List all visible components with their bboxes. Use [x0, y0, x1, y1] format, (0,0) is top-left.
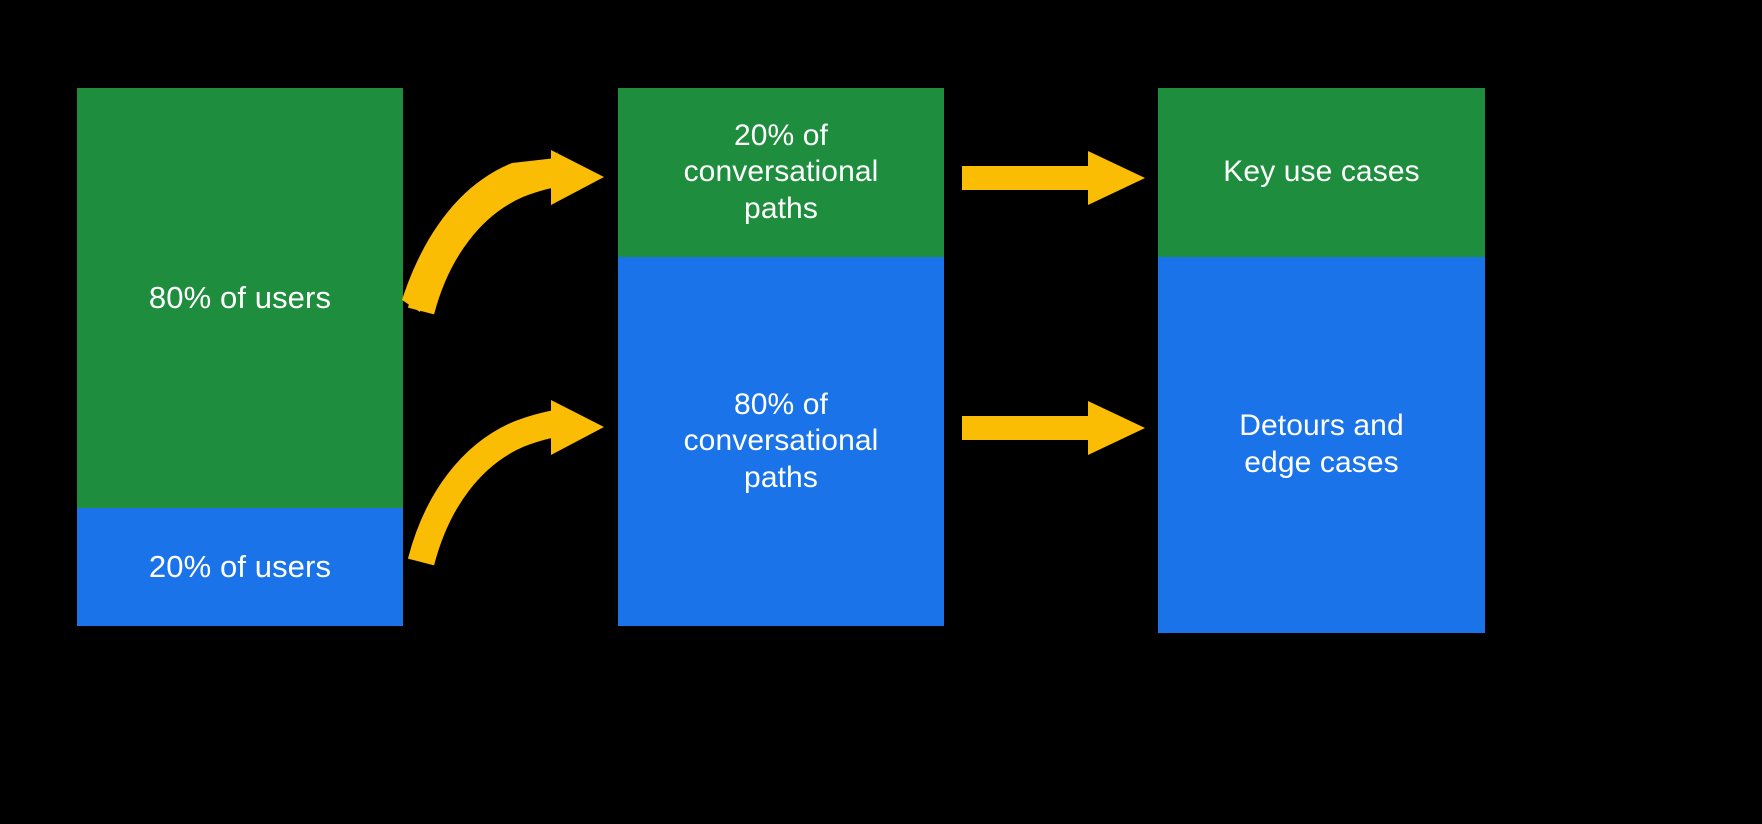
segment-detours-edge-cases: Detours and edge cases	[1158, 257, 1485, 633]
segment-paths-majority: 80% of conversational paths	[618, 257, 944, 626]
segment-paths-majority-label: 80% of conversational paths	[683, 387, 879, 494]
segment-paths-minority: 20% of conversational paths	[618, 88, 944, 257]
segment-users-majority-label: 80% of users	[148, 280, 332, 316]
column-conversational-paths: 20% of conversational paths 80% of conve…	[618, 88, 944, 626]
segment-users-majority: 80% of users	[77, 88, 403, 508]
column-use-cases: Key use cases Detours and edge cases	[1158, 88, 1485, 633]
segment-detours-edge-cases-label: Detours and edge cases	[1239, 409, 1404, 479]
column-users: 80% of users 20% of users	[77, 88, 403, 626]
segment-paths-minority-label: 20% of conversational paths	[683, 118, 879, 225]
curved-arrow-up-icon	[402, 150, 604, 315]
segment-users-minority-label: 20% of users	[148, 549, 332, 585]
segment-key-use-cases-label: Key use cases	[1223, 155, 1420, 189]
curved-arrow-down-icon	[407, 400, 604, 566]
straight-arrow-top-icon	[962, 151, 1145, 205]
segment-users-minority: 20% of users	[77, 508, 403, 626]
straight-arrow-bottom-icon	[962, 401, 1145, 455]
segment-key-use-cases: Key use cases	[1158, 88, 1485, 257]
